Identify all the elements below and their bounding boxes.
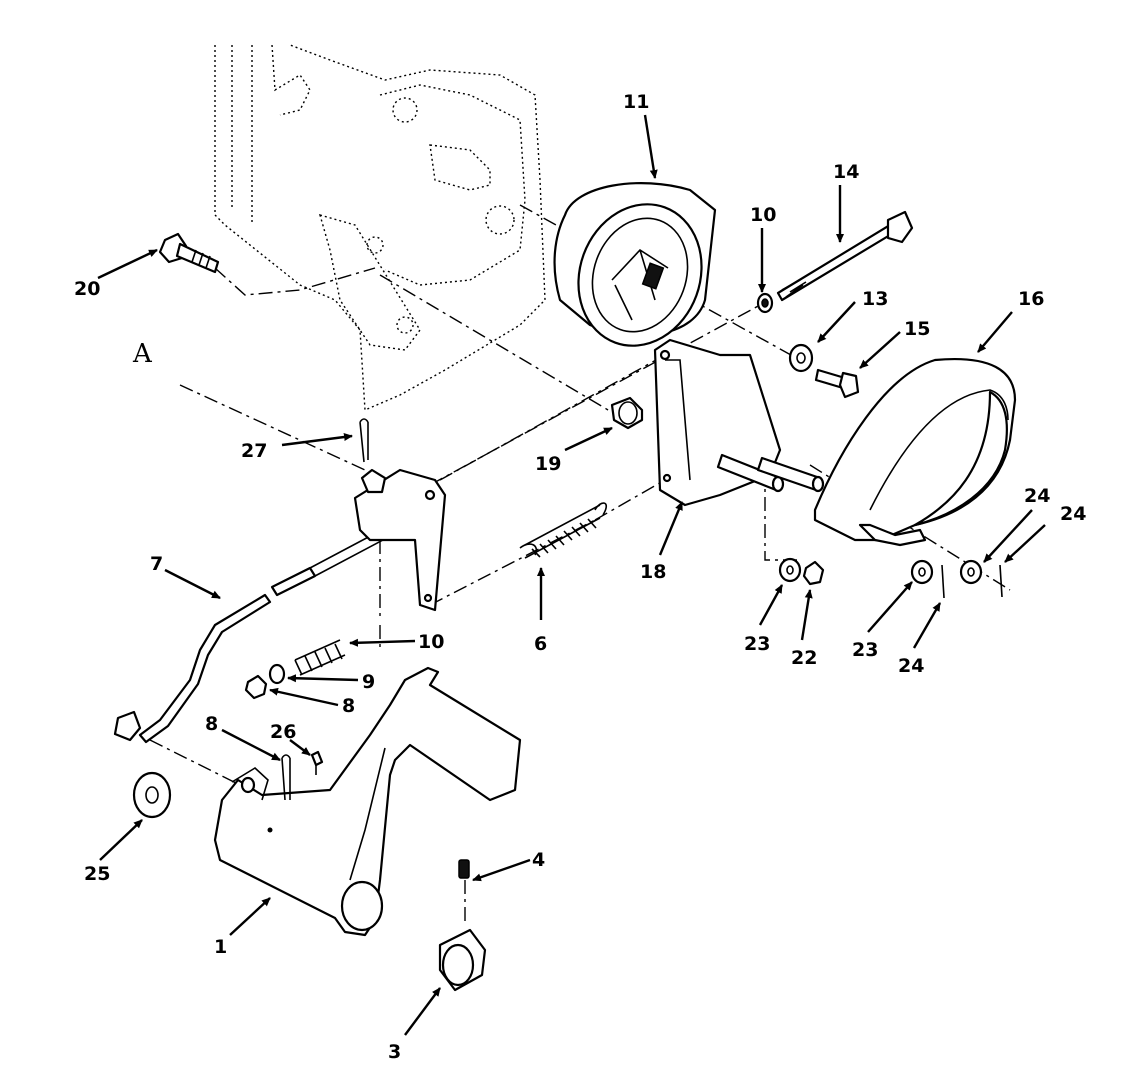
callout-13: 11: [623, 91, 649, 113]
set-screw-4: [458, 859, 470, 879]
bolt-20: [158, 232, 220, 274]
cotter-pin-24-b: [999, 564, 1003, 598]
callout-17: 16: [1018, 288, 1044, 310]
callout-23-upper: 24: [1024, 485, 1050, 507]
engine-housing-outline: [214, 44, 546, 412]
callout-15: 14: [833, 161, 859, 183]
washer-23-b: [959, 559, 983, 585]
callout-4: 4: [532, 849, 545, 871]
callout-24-lower: 24: [898, 655, 924, 677]
view-marker-a: A: [132, 339, 153, 369]
callout-25: 25: [84, 863, 110, 885]
drum-13: [553, 182, 717, 347]
callout-21: 22: [791, 647, 817, 669]
callout-arrows: [97, 114, 1046, 1036]
bolt-16: [814, 368, 860, 399]
cotter-pin-27: [359, 418, 369, 463]
callout-20: 20: [74, 278, 100, 300]
callout-14: 13: [862, 288, 888, 310]
washer-10-top: [756, 292, 774, 314]
washer-22: [778, 557, 802, 583]
rod-7: [113, 514, 416, 744]
callout-27: 27: [241, 440, 267, 462]
cotter-pin-24-a: [941, 564, 945, 599]
spring-6: [519, 502, 608, 559]
spring-11: [294, 639, 346, 676]
washer-23-a: [910, 559, 934, 585]
grease-fitting-26: [310, 750, 324, 775]
callout-23-lower: 23: [852, 639, 878, 661]
callout-11: 10: [418, 631, 444, 653]
brake-band-17: [813, 358, 1017, 547]
callout-9: 8: [342, 695, 355, 717]
callout-10-top: 10: [750, 204, 776, 226]
pin-8: [281, 754, 291, 801]
callout-labels: A 11 14 10 13 15 16 20 27 19 18 6 7 10 9…: [74, 91, 1086, 1063]
nut-9: [244, 674, 268, 700]
pedal-arm-1: [213, 666, 522, 937]
collar-3: [438, 928, 487, 992]
washer-25: [132, 771, 172, 819]
callout-7: 7: [150, 553, 163, 575]
callout-8-visible: 8: [205, 713, 218, 735]
callout-3: 3: [388, 1041, 401, 1063]
callout-16: 15: [904, 318, 930, 340]
lever-bracket: [353, 468, 447, 612]
bushing-19: [610, 396, 644, 430]
callout-22: 23: [744, 633, 770, 655]
callout-19: 19: [535, 453, 561, 475]
bracket-pins: [716, 453, 825, 493]
washer-10-lower: [268, 663, 286, 685]
callout-18: 18: [640, 561, 666, 583]
washer-14: [788, 343, 814, 373]
callout-26: 26: [270, 721, 296, 743]
nut-21: [802, 560, 825, 586]
bolt-15: [776, 210, 914, 302]
callout-24-upper: 24: [1060, 503, 1086, 525]
callout-1: 1: [214, 936, 227, 958]
callout-6: 6: [534, 633, 547, 655]
assembly-centerlines: [149, 204, 1011, 925]
callout-10-lower: 9: [362, 671, 375, 693]
